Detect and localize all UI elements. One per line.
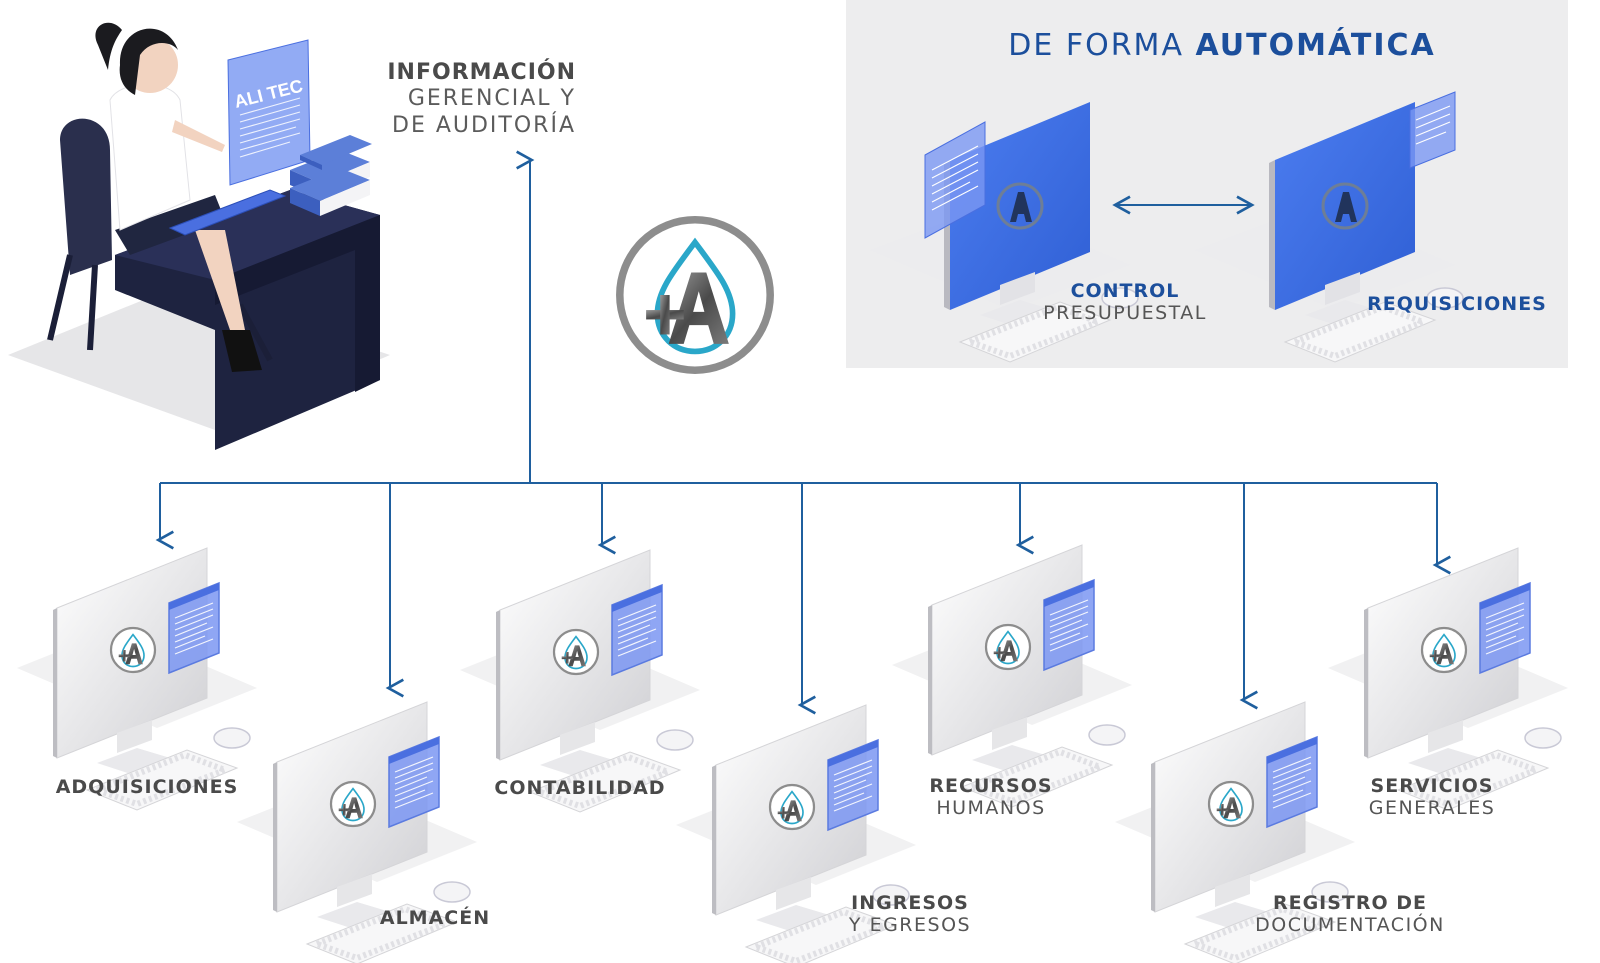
label-bold: CONTROL (1070, 280, 1180, 302)
connector-tree (155, 150, 1451, 715)
info-line-2: GERENCIAL Y (407, 86, 576, 112)
label-light: PRESUPUESTAL (1043, 301, 1207, 324)
label-bold: RECURSOS (929, 775, 1053, 797)
label-registro-documentacion: REGISTRO DE DOCUMENTACIÓN (1240, 892, 1460, 937)
info-line-3: DE AUDITORÍA (392, 112, 576, 138)
label-light: HUMANOS (936, 796, 1046, 819)
headline-bold: AUTOMÁTICA (1195, 28, 1436, 63)
label-almacen: ALMACÉN (340, 907, 530, 930)
monitor-icon-contabilidad (460, 550, 700, 812)
monitor-icon-adquisiciones (17, 548, 257, 810)
label-bold: ADQUISICIONES (55, 776, 239, 798)
label-servicios-generales: SERVICIOS GENERALES (1337, 775, 1527, 820)
label-ingresos-egresos: INGRESOS Y EGRESOS (815, 892, 1005, 937)
label-bold: INGRESOS (851, 892, 969, 914)
label-bold: REGISTRO DE (1272, 892, 1428, 914)
label-requisiciones: REQUISICIONES (1362, 293, 1552, 316)
document-window-icon (924, 91, 1456, 239)
label-contabilidad: CONTABILIDAD (485, 777, 675, 800)
monitor-icon-servicios (1328, 548, 1568, 810)
monitor-icon-recursos (892, 545, 1132, 807)
headline: DE FORMA AUTOMÁTICA (862, 28, 1582, 63)
woman-at-desk-illustration: ALI TEC (8, 22, 390, 450)
label-light: DOCUMENTACIÓN (1255, 913, 1445, 936)
label-bold: ALMACÉN (379, 907, 491, 929)
label-light: Y EGRESOS (848, 913, 972, 936)
logo-plus-a-icon (620, 220, 770, 370)
headline-light: DE FORMA (1008, 28, 1184, 63)
info-block: INFORMACIÓN GERENCIAL Y DE AUDITORÍA (360, 60, 576, 139)
label-control-presupuestal: CONTROL PRESUPUESTAL (1030, 280, 1220, 325)
label-bold: CONTABILIDAD (494, 777, 666, 799)
label-light: GENERALES (1368, 796, 1496, 819)
label-recursos-humanos: RECURSOS HUMANOS (896, 775, 1086, 820)
label-bold: SERVICIOS (1370, 775, 1494, 797)
label-adquisiciones: ADQUISICIONES (52, 776, 242, 799)
label-bold: REQUISICIONES (1367, 293, 1547, 315)
books-icon (290, 135, 372, 216)
info-line-1: INFORMACIÓN (387, 60, 576, 85)
